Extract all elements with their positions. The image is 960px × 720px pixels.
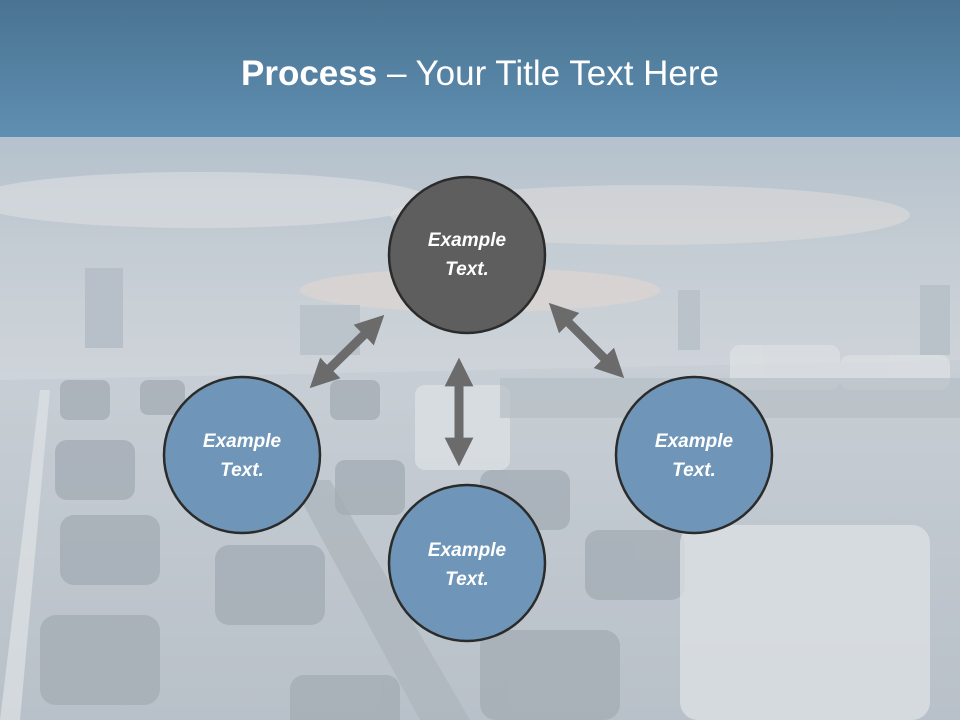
node-top-circle (387, 175, 547, 335)
node-right-line2: Text. (672, 460, 716, 481)
title-rest-part: – Your Title Text Here (377, 54, 719, 93)
node-bottom-line1: Example (428, 540, 507, 561)
node-bottom: Example Text. (387, 483, 547, 643)
node-right-line1: Example (655, 431, 734, 452)
title-bold-part: Process (241, 54, 378, 93)
node-right: Example Text. (614, 375, 774, 535)
title-bar (0, 0, 960, 137)
node-bottom-circle (387, 483, 547, 643)
node-left: Example Text. (162, 375, 322, 535)
node-left-line1: Example (203, 431, 282, 452)
node-right-circle (614, 375, 774, 535)
node-top-line1: Example (428, 230, 507, 251)
node-top: Example Text. (387, 175, 547, 335)
slide-title: Process – Your Title Text Here (0, 52, 960, 96)
node-bottom-line2: Text. (445, 569, 489, 590)
node-top-line2: Text. (445, 259, 489, 280)
arrow-top-left (309, 314, 385, 389)
arrow-top-right (548, 302, 625, 379)
node-left-circle (162, 375, 322, 535)
node-left-line2: Text. (220, 460, 264, 481)
